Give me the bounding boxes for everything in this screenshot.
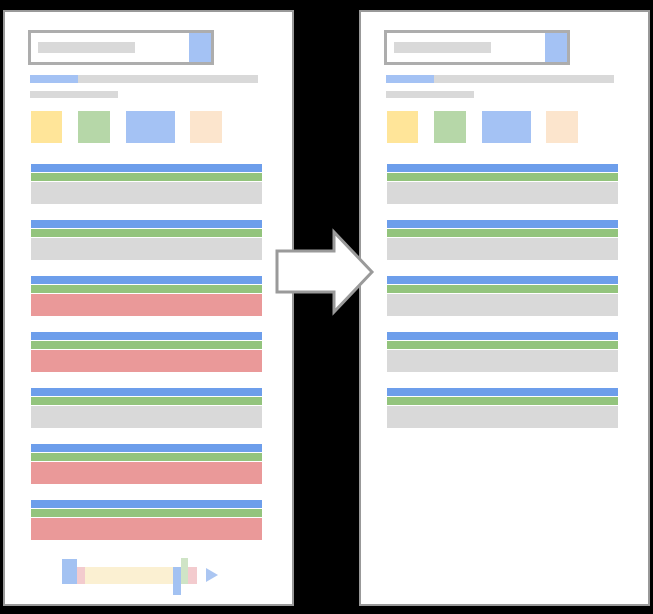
result-snippet-block: [31, 462, 262, 484]
pager-letter-l[interactable]: [181, 558, 188, 584]
results-list: [387, 164, 618, 444]
results-stats-bar: [386, 75, 614, 83]
result-snippet-block: [387, 406, 618, 428]
search-input[interactable]: [31, 33, 189, 62]
search-result[interactable]: [31, 164, 262, 204]
result-snippet-block: [31, 518, 262, 540]
result-snippet-block: [387, 238, 618, 260]
result-snippet-block: [31, 294, 262, 316]
pager-letter-o[interactable]: [77, 567, 85, 584]
result-title-bar: [387, 164, 618, 172]
thumbnail-blue[interactable]: [126, 111, 175, 143]
result-title-bar: [31, 220, 262, 228]
search-box: [28, 30, 214, 65]
result-url-bar: [31, 397, 262, 405]
thumbnail-peach[interactable]: [190, 111, 222, 143]
search-result[interactable]: [387, 388, 618, 428]
search-result[interactable]: [387, 220, 618, 260]
result-title-bar: [387, 388, 618, 396]
result-title-bar: [31, 164, 262, 172]
thumbnail-green[interactable]: [434, 111, 466, 143]
results-list: [31, 164, 262, 556]
search-result[interactable]: [31, 388, 262, 428]
result-snippet-block: [387, 182, 618, 204]
result-url-bar: [387, 341, 618, 349]
search-button[interactable]: [189, 33, 211, 62]
result-url-bar: [31, 341, 262, 349]
pager-letters-ooo-bar[interactable]: [85, 567, 173, 584]
search-result[interactable]: [31, 220, 262, 260]
search-query-bar: [394, 42, 491, 53]
result-title-bar: [387, 332, 618, 340]
result-title-bar: [387, 276, 618, 284]
result-url-bar: [31, 453, 262, 461]
result-snippet-block: [31, 182, 262, 204]
search-result-flagged[interactable]: [31, 500, 262, 540]
result-url-bar: [387, 397, 618, 405]
result-snippet-block: [387, 294, 618, 316]
result-snippet-block: [31, 406, 262, 428]
result-url-bar: [31, 229, 262, 237]
stats-highlight-bar: [386, 75, 434, 83]
result-snippet-block: [31, 238, 262, 260]
search-result[interactable]: [387, 164, 618, 204]
result-url-bar: [387, 173, 618, 181]
search-button[interactable]: [545, 33, 567, 62]
result-title-bar: [31, 444, 262, 452]
search-result-flagged[interactable]: [31, 332, 262, 372]
result-url-bar: [387, 229, 618, 237]
pagination: [55, 552, 225, 607]
pager-letter-G[interactable]: [62, 559, 77, 584]
next-page-arrow-icon[interactable]: [206, 568, 218, 582]
search-box: [384, 30, 570, 65]
thumbnail-yellow[interactable]: [31, 111, 62, 143]
result-url-bar: [387, 285, 618, 293]
result-snippet-block: [387, 350, 618, 372]
result-url-bar: [31, 173, 262, 181]
serp-panel-after: [359, 10, 650, 606]
search-query-bar: [38, 42, 135, 53]
result-snippet-block: [31, 350, 262, 372]
result-title-bar: [31, 388, 262, 396]
result-title-bar: [387, 220, 618, 228]
search-result[interactable]: [387, 332, 618, 372]
thumbnail-green[interactable]: [78, 111, 110, 143]
search-result-flagged[interactable]: [31, 444, 262, 484]
serp-panel-before: [3, 10, 294, 606]
pager-letter-g[interactable]: [173, 567, 181, 595]
search-result-flagged[interactable]: [31, 276, 262, 316]
result-title-bar: [31, 332, 262, 340]
search-result[interactable]: [387, 276, 618, 316]
search-input[interactable]: [387, 33, 545, 62]
result-url-bar: [31, 509, 262, 517]
pager-letter-e[interactable]: [188, 567, 197, 584]
query-info-bar: [30, 91, 118, 98]
thumbnail-peach[interactable]: [546, 111, 578, 143]
query-info-bar: [386, 91, 474, 98]
results-stats-bar: [30, 75, 258, 83]
result-title-bar: [31, 500, 262, 508]
result-title-bar: [31, 276, 262, 284]
stats-highlight-bar: [30, 75, 78, 83]
transform-arrow-icon: [275, 228, 375, 316]
thumbnail-blue[interactable]: [482, 111, 531, 143]
thumbnail-yellow[interactable]: [387, 111, 418, 143]
result-url-bar: [31, 285, 262, 293]
